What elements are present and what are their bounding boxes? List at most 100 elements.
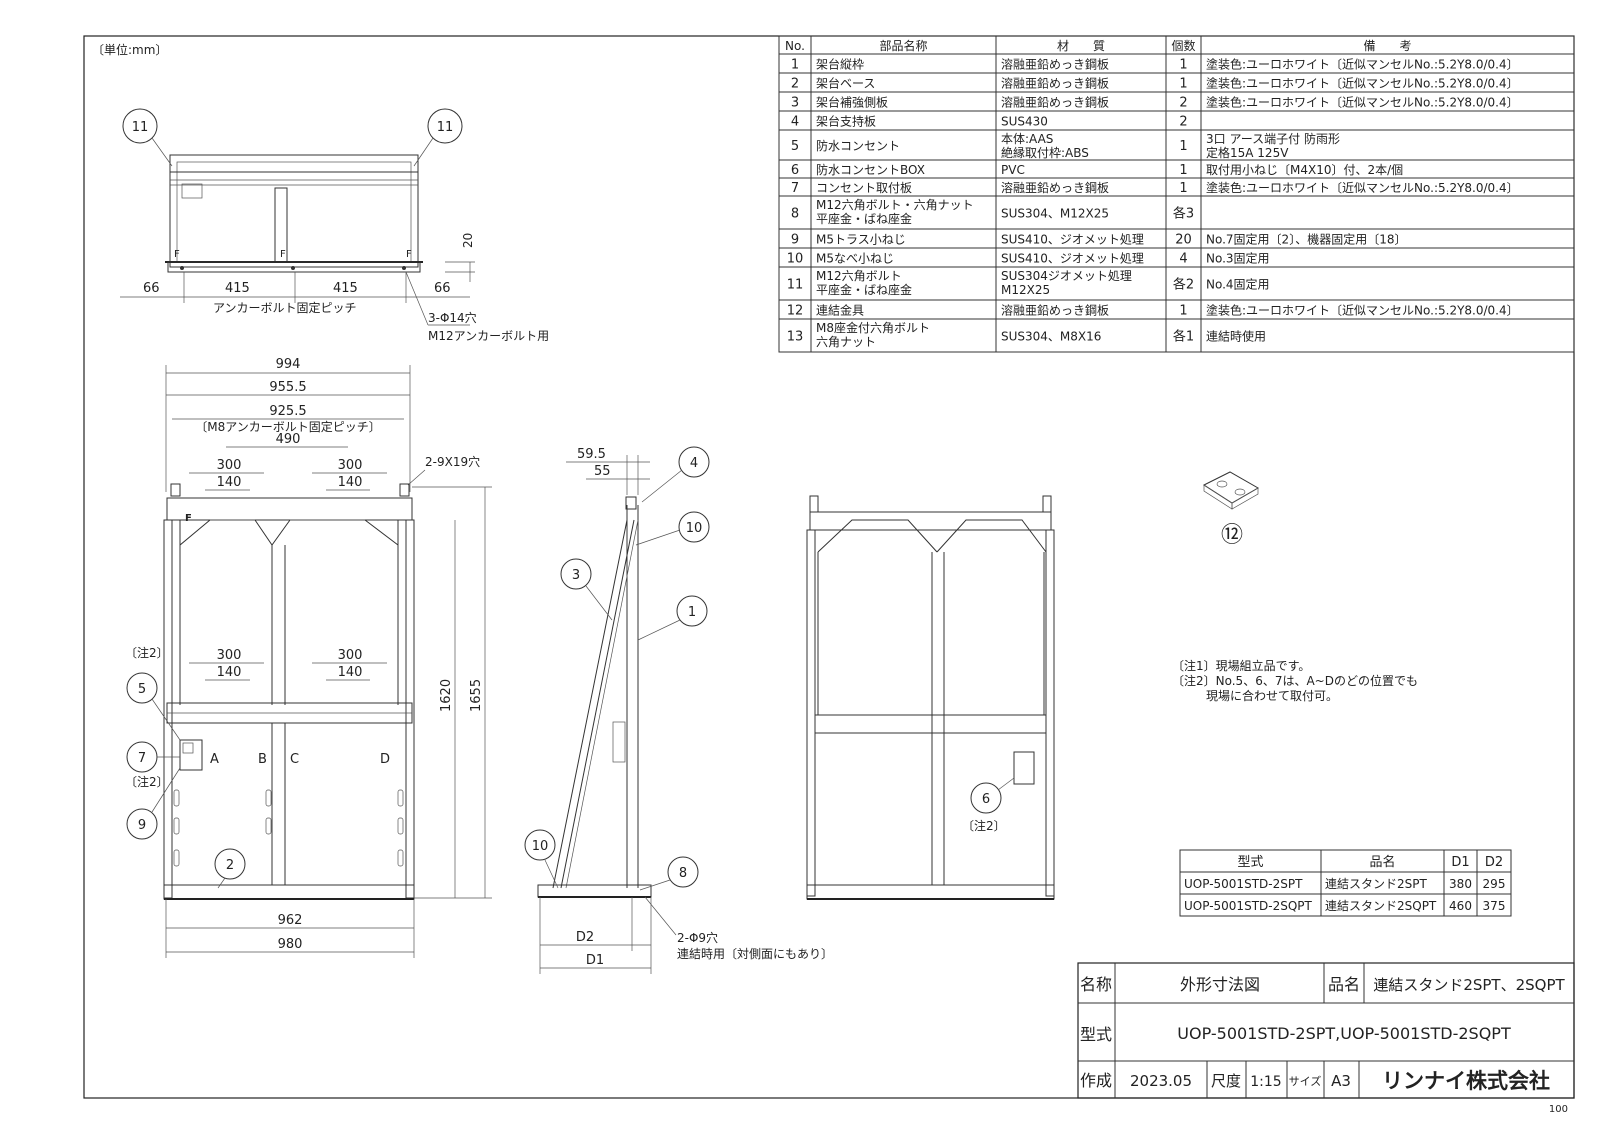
dim-d1: D1 bbox=[586, 953, 604, 968]
callout-6 bbox=[970, 782, 1002, 814]
parts-row-name: 平座金・ばね座金 bbox=[816, 282, 912, 297]
title-scale-label: 尺度 bbox=[1211, 1072, 1241, 1090]
parts-row-note: No.3固定用 bbox=[1206, 251, 1270, 266]
model-cell: UOP-5001STD-2SPT bbox=[1184, 877, 1303, 891]
parts-row-material: 溶融亜鉛めっき鋼板 bbox=[1001, 57, 1109, 72]
parts-row-name: M5トラス小ねじ bbox=[816, 233, 906, 247]
letter-b: B bbox=[258, 752, 267, 767]
note-2-cont: 現場に合わせて取付可。 bbox=[1206, 688, 1338, 703]
parts-row-name: コンセント取付板 bbox=[816, 181, 912, 195]
parts-row-material: SUS304、M12X25 bbox=[1001, 207, 1109, 221]
title-model-label: 型式 bbox=[1080, 1025, 1112, 1044]
parts-row-name: 防水コンセント bbox=[816, 138, 900, 153]
parts-row-no: 1 bbox=[791, 58, 799, 73]
parts-row-qty: 各3 bbox=[1173, 206, 1194, 222]
dim-490: 490 bbox=[276, 432, 301, 447]
svg-text:3: 3 bbox=[572, 568, 580, 583]
front-hole-label: 2-9X19穴 bbox=[425, 454, 480, 469]
side-hole-note: 連結時用〔対側面にもあり〕 bbox=[677, 947, 833, 961]
parts-row-name: 六角ナット bbox=[816, 335, 876, 349]
parts-row-qty: 2 bbox=[1179, 96, 1187, 111]
title-made-value: 2023.05 bbox=[1130, 1072, 1192, 1090]
parts-row-qty: 1 bbox=[1179, 163, 1187, 178]
callout-11-right bbox=[427, 108, 463, 144]
parts-row-qty: 1 bbox=[1179, 58, 1187, 73]
title-scale-value: 1:15 bbox=[1250, 1074, 1281, 1090]
m8-pitch-note: 〔M8アンカーボルト固定ピッチ〕 bbox=[195, 419, 381, 434]
parts-row-material: 溶融亜鉛めっき鋼板 bbox=[1001, 95, 1109, 110]
parts-header-0: No. bbox=[785, 39, 805, 53]
note2-label-top: 〔注2〕 bbox=[125, 645, 169, 660]
parts-row-name: 架台支持板 bbox=[816, 114, 876, 129]
svg-text:F: F bbox=[174, 249, 180, 260]
dim-20: 20 bbox=[461, 233, 475, 248]
parts-row-note: 塗装色:ユーロホワイト〔近似マンセルNo.:5.2Y8.0/0.4〕 bbox=[1206, 95, 1519, 110]
parts-row-no: 4 bbox=[791, 115, 799, 130]
svg-text:1: 1 bbox=[688, 605, 696, 620]
part-12-label: ⑫ bbox=[1221, 523, 1243, 548]
title-made-label: 作成 bbox=[1080, 1071, 1112, 1090]
callout-3 bbox=[560, 558, 592, 590]
callout-2 bbox=[214, 848, 246, 880]
letter-d: D bbox=[380, 752, 390, 767]
svg-text:10: 10 bbox=[686, 521, 703, 536]
side-hole-label: 2-Φ9穴 bbox=[677, 930, 718, 945]
parts-row-qty: 各2 bbox=[1173, 277, 1194, 293]
parts-row-note: 取付用小ねじ〔M4X10〕付、2本/個 bbox=[1206, 163, 1403, 177]
svg-text:9: 9 bbox=[138, 818, 146, 833]
svg-text:5: 5 bbox=[138, 682, 146, 697]
parts-row-qty: 1 bbox=[1179, 181, 1187, 196]
front-view: 994 955.5 925.5 〔M8アンカーボルト固定ピッチ〕 490 300… bbox=[125, 357, 492, 958]
parts-row-no: 13 bbox=[787, 330, 804, 345]
parts-row-name: 架台補強側板 bbox=[816, 95, 888, 110]
svg-text:7: 7 bbox=[138, 751, 146, 766]
parts-row-note: 塗装色:ユーロホワイト〔近似マンセルNo.:5.2Y8.0/0.4〕 bbox=[1206, 76, 1519, 91]
parts-row-note: 連結時使用 bbox=[1206, 329, 1266, 344]
callout-11-left bbox=[122, 108, 158, 144]
dim-66-right: 66 bbox=[434, 281, 451, 296]
dim-925: 925.5 bbox=[269, 404, 306, 419]
note2-label-bottom: 〔注2〕 bbox=[125, 774, 169, 789]
letter-c: C bbox=[290, 752, 299, 767]
model-header-3: D2 bbox=[1485, 855, 1503, 870]
model-cell: 460 bbox=[1449, 899, 1472, 913]
callout-9 bbox=[126, 808, 158, 840]
title-size-value: A3 bbox=[1331, 1072, 1351, 1090]
svg-text:10: 10 bbox=[532, 839, 549, 854]
parts-row-note: 3口 アース端子付 防雨形 bbox=[1206, 131, 1340, 146]
model-cell: 連結スタンド2SPT bbox=[1325, 877, 1427, 891]
title-model-value: UOP-5001STD-2SPT,UOP-5001STD-2SQPT bbox=[1177, 1024, 1511, 1043]
dim-300-b: 300 bbox=[338, 458, 363, 473]
note-2: 〔注2〕No.5、6、7は、A~Dのどの位置でも bbox=[1172, 673, 1418, 688]
model-cell: 380 bbox=[1449, 877, 1472, 891]
model-header-1: 品名 bbox=[1369, 854, 1395, 870]
hole-label: 3-Φ14穴 bbox=[428, 310, 477, 325]
parts-row-no: 7 bbox=[791, 181, 799, 196]
parts-row-material: SUS410、ジオメット処理 bbox=[1001, 233, 1144, 247]
parts-row-qty: 1 bbox=[1179, 304, 1187, 319]
title-name-label: 名称 bbox=[1080, 975, 1112, 994]
parts-row-no: 10 bbox=[787, 252, 804, 267]
parts-row-no: 6 bbox=[791, 163, 799, 178]
parts-row-material: 溶融亜鉛めっき鋼板 bbox=[1001, 303, 1109, 318]
parts-row-name: M5なべ小ねじ bbox=[816, 252, 894, 266]
title-name-value: 外形寸法図 bbox=[1180, 975, 1260, 994]
svg-text:F: F bbox=[185, 513, 192, 524]
parts-row-qty: 各1 bbox=[1173, 329, 1194, 345]
parts-row-qty: 1 bbox=[1179, 139, 1187, 154]
notes: 〔注1〕現場組立品です。 〔注2〕No.5、6、7は、A~Dのどの位置でも 現場… bbox=[1172, 658, 1418, 703]
callout-5 bbox=[126, 672, 158, 704]
callout-4 bbox=[678, 446, 710, 478]
dim-59-5: 59.5 bbox=[577, 447, 606, 462]
model-header-0: 型式 bbox=[1237, 855, 1263, 870]
svg-text:11: 11 bbox=[132, 120, 149, 135]
parts-row-note: No.7固定用〔2〕、機器固定用〔18〕 bbox=[1206, 232, 1406, 247]
model-cell: 295 bbox=[1483, 877, 1506, 891]
parts-row-name: 架台ベース bbox=[816, 76, 875, 91]
drawing-frame bbox=[83, 35, 1575, 1099]
parts-row-name: 平座金・ばね座金 bbox=[816, 211, 912, 226]
parts-row-material: 絶縁取付枠:ABS bbox=[1001, 145, 1089, 160]
model-cell: UOP-5001STD-2SQPT bbox=[1184, 899, 1313, 913]
parts-header-3: 個数 bbox=[1171, 38, 1195, 53]
